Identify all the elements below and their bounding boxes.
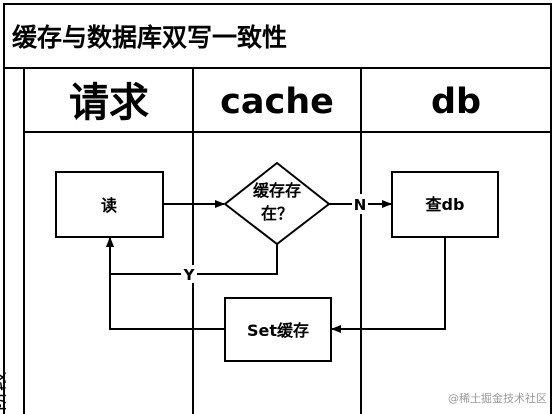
watermark: @稀土掘金技术社区 bbox=[448, 391, 547, 405]
set-cache-node-label: Set缓存 bbox=[247, 321, 309, 340]
edge-label-yes-bg bbox=[181, 265, 197, 283]
edge-label-yes: Y bbox=[183, 266, 196, 284]
edge-label-no: N bbox=[354, 196, 367, 214]
edge-set-cache-to-read bbox=[106, 237, 225, 330]
lane-header-cache: cache bbox=[220, 82, 334, 122]
read-node-label: 读 bbox=[101, 196, 117, 215]
query-db-node bbox=[391, 171, 499, 238]
cache-check-label-line1: 缓存存 bbox=[252, 181, 301, 200]
lane-header-request: 请求 bbox=[69, 80, 149, 126]
edge-label-no-bg bbox=[352, 194, 368, 214]
cache-check-label-line2: 在？ bbox=[261, 204, 293, 223]
edge-query-db-to-set-cache bbox=[331, 237, 446, 333]
query-db-node-label: 查db bbox=[426, 195, 465, 214]
stage-label: 阶段 bbox=[0, 371, 9, 411]
lane-header-db: db bbox=[431, 82, 481, 122]
diagram-title: 缓存与数据库双写一致性 bbox=[12, 23, 287, 52]
